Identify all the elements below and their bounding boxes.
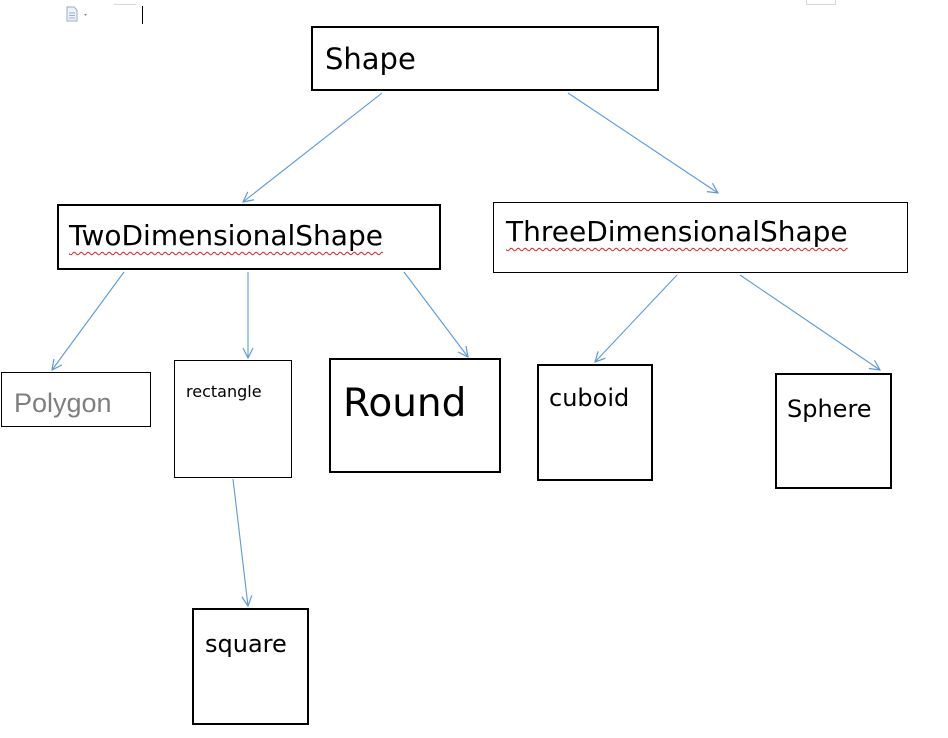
connector-shape-to-three_d — [567, 92, 718, 193]
ruler-marker — [114, 0, 136, 5]
node-three-dimensional-shape[interactable]: ThreeDimensionalShape — [493, 202, 908, 273]
node-label: ThreeDimensionalShape — [506, 215, 848, 248]
node-label: Round — [343, 381, 467, 426]
node-shape[interactable]: Shape — [311, 26, 659, 91]
node-label: Shape — [325, 42, 416, 76]
node-polygon[interactable]: Polygon — [1, 372, 151, 427]
node-two-dimensional-shape[interactable]: TwoDimensionalShape — [57, 204, 441, 270]
node-label: square — [205, 630, 287, 658]
document-icon[interactable] — [64, 6, 94, 22]
node-label: Sphere — [787, 395, 872, 423]
node-label: TwoDimensionalShape — [69, 219, 383, 252]
node-label: rectangle — [186, 382, 262, 401]
node-sphere[interactable]: Sphere — [775, 373, 892, 489]
node-label: cuboid — [549, 384, 630, 412]
connector-three_d-to-sphere — [739, 274, 880, 370]
text-cursor — [142, 6, 143, 24]
ruler-marker — [806, 0, 836, 5]
node-round[interactable]: Round — [329, 358, 501, 473]
connector-shape-to-two_d — [243, 92, 383, 202]
connector-rectangle-to-square — [232, 478, 248, 606]
node-cuboid[interactable]: cuboid — [537, 364, 653, 481]
connector-two_d-to-round — [403, 271, 468, 357]
connector-two_d-to-polygon — [52, 271, 125, 370]
connector-three_d-to-cuboid — [595, 274, 678, 362]
node-label: Polygon — [14, 388, 112, 418]
node-rectangle[interactable]: rectangle — [174, 360, 292, 478]
node-square[interactable]: square — [192, 608, 309, 725]
